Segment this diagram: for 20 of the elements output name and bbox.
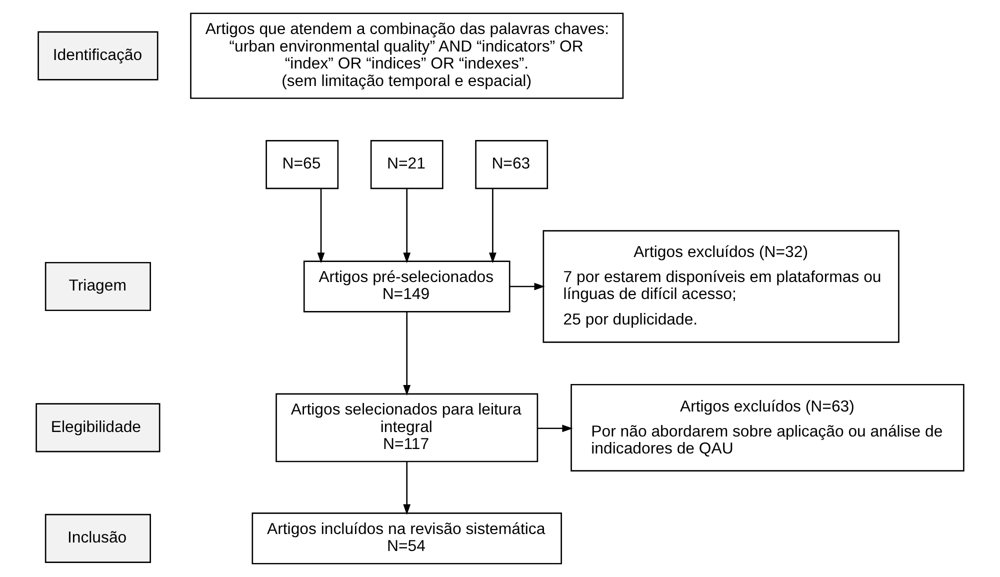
node-box: Elegibilidade: [36, 403, 160, 452]
node-box: Artigos excluídos (N=32) 7 por estarem disponíveis em plataformas ou línguas de difícil acesso; 25 por duplicidade.: [542, 230, 900, 343]
arrow: [403, 312, 411, 396]
arrow: [510, 282, 545, 290]
node-box: Artigos incluídos na revisão sistemática N=54: [252, 512, 562, 564]
node-box: Identificação: [38, 31, 158, 80]
arrow: [403, 462, 411, 515]
arrow: [538, 424, 573, 432]
arrow: [403, 188, 411, 264]
node-box: Artigos que atendem a combinação das palavras chaves: “urban environmental quality” AND “indicators” OR “index” OR “indices” OR “indexes”. (sem limitação temporal e espacial): [190, 12, 624, 99]
node-box: Artigos pré-selecionados N=149: [303, 260, 510, 312]
arrow: [317, 188, 325, 264]
node-box: Inclusão: [44, 514, 151, 563]
node-box: Artigos excluídos (N=63) Por não abordarem sobre aplicação ou análise de indicadores de QAU: [570, 384, 964, 472]
node-box: N=21: [370, 140, 444, 190]
node-box: N=65: [266, 140, 339, 190]
node-box: Triagem: [44, 262, 151, 312]
node-box: Artigos selecionados para leitura integral N=117: [276, 393, 538, 462]
node-box: N=63: [475, 140, 548, 190]
arrow: [489, 188, 496, 264]
